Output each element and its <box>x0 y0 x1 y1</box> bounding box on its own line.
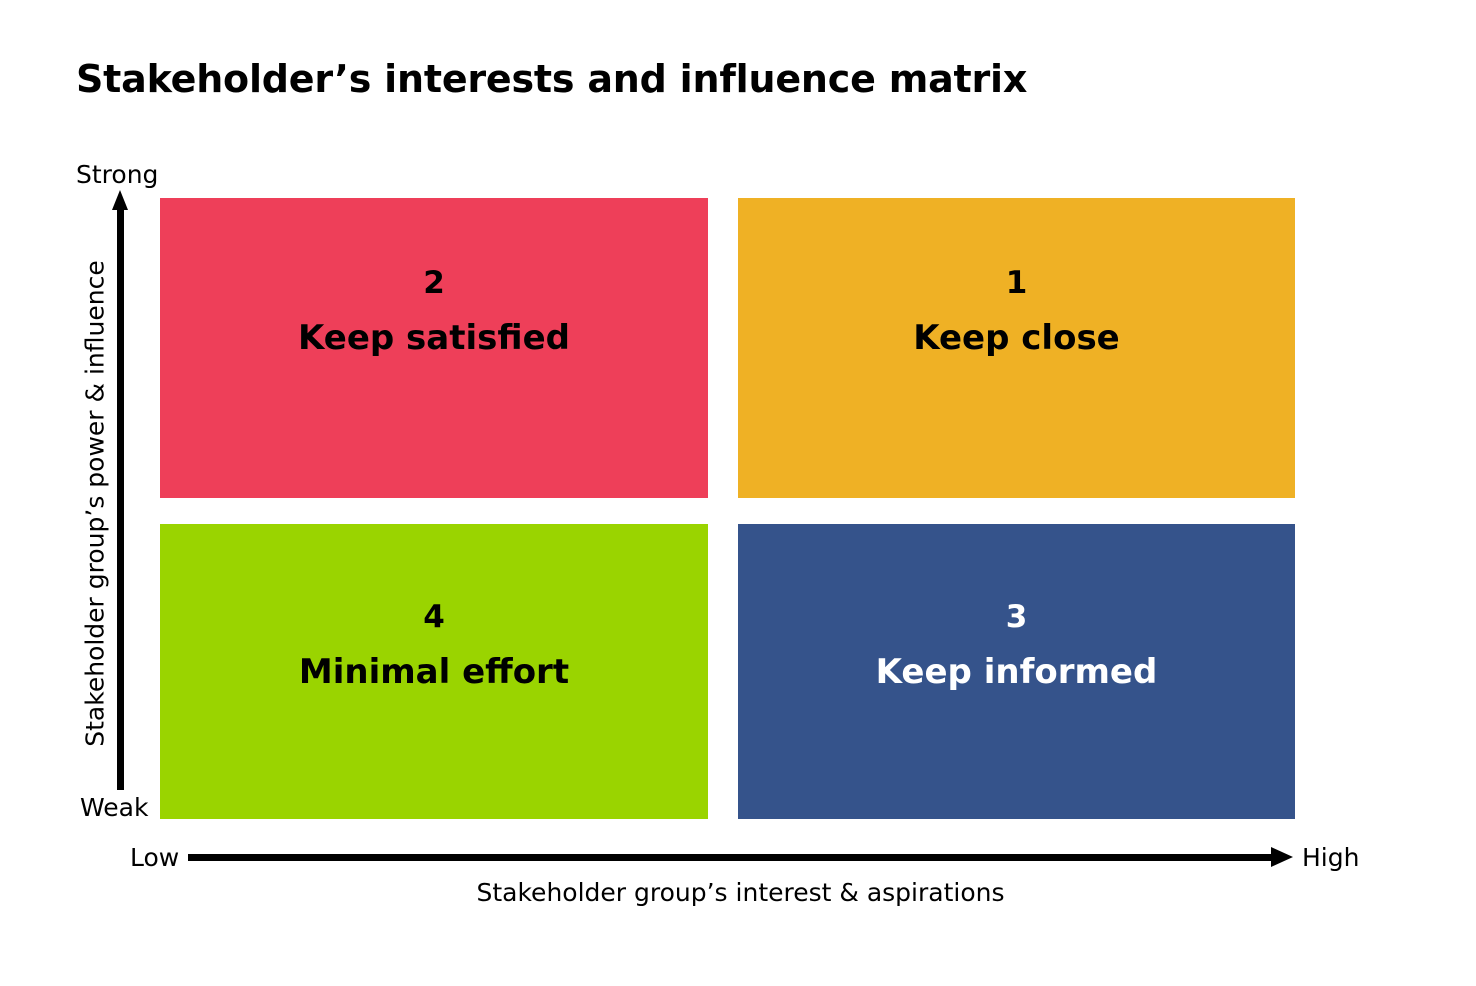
quadrant-label: Keep satisfied <box>298 318 570 358</box>
x-axis-arrow <box>188 846 1293 868</box>
y-axis-caption: Stakeholder group’s power & influence <box>80 260 110 747</box>
quadrant-keep-satisfied[interactable]: 2 Keep satisfied <box>160 198 708 498</box>
quadrant-number: 2 <box>423 265 445 301</box>
x-axis-high-label: High <box>1302 843 1360 872</box>
x-axis-shaft <box>188 854 1273 861</box>
y-axis-low-label: Weak <box>80 793 149 822</box>
quadrant-number: 3 <box>1005 599 1028 635</box>
quadrant-label: Keep close <box>913 318 1120 358</box>
y-axis-arrow <box>112 190 128 790</box>
quadrant-number: 1 <box>1005 265 1028 301</box>
y-axis-shaft <box>117 204 124 790</box>
quadrant-minimal-effort[interactable]: 4 Minimal effort <box>160 524 708 819</box>
quadrant-label: Keep informed <box>875 652 1158 692</box>
page-title: Stakeholder’s interests and influence ma… <box>76 57 1028 101</box>
x-axis-low-label: Low <box>130 843 180 872</box>
quadrant-keep-close[interactable]: 1 Keep close <box>738 198 1295 498</box>
quadrant-keep-informed[interactable]: 3 Keep informed <box>738 524 1295 819</box>
quadrant-number: 4 <box>423 599 445 635</box>
x-axis-arrowhead-icon <box>1271 847 1293 867</box>
y-axis-high-label: Strong <box>76 160 159 189</box>
x-axis-caption: Stakeholder group’s interest & aspiratio… <box>476 878 1005 907</box>
y-axis-arrowhead-icon <box>112 190 128 210</box>
quadrant-label: Minimal effort <box>298 652 570 692</box>
